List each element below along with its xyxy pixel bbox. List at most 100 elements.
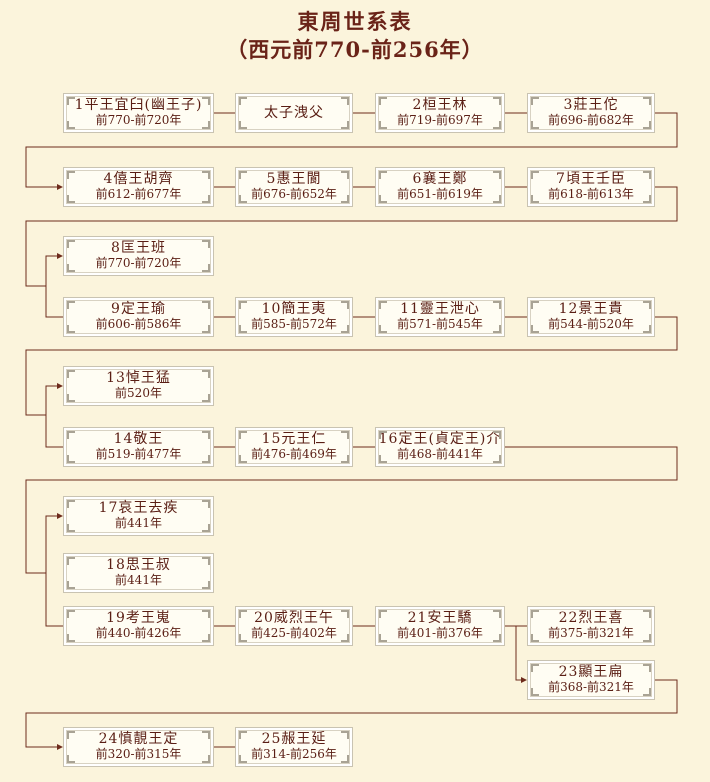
corner-ornament: [202, 755, 210, 763]
ruler-name: 25赧王延: [261, 731, 327, 747]
corner-ornament: [239, 731, 247, 739]
ruler-name: 7頃王壬臣: [556, 171, 626, 187]
ruler-node-n16: 16定王(貞定王)介前468-前441年: [375, 427, 505, 467]
corner-ornament: [202, 500, 210, 508]
ruler-name: 20威烈王午: [254, 610, 334, 626]
reign-years: 前571-前545年: [397, 317, 483, 331]
reign-years: 前401-前376年: [397, 626, 483, 640]
corner-ornament: [67, 370, 75, 378]
corner-ornament: [341, 431, 349, 439]
ruler-name: 6襄王鄭: [412, 171, 468, 187]
corner-ornament: [531, 301, 539, 309]
corner-ornament: [239, 431, 247, 439]
ruler-node-n4: 4僖王胡齊前612-前677年: [63, 167, 214, 207]
corner-ornament: [239, 97, 247, 105]
corner-ornament: [341, 171, 349, 179]
corner-ornament: [531, 610, 539, 618]
corner-ornament: [643, 121, 651, 129]
ruler-name: 10簡王夷: [261, 301, 327, 317]
corner-ornament: [202, 455, 210, 463]
corner-ornament: [67, 121, 75, 129]
corner-ornament: [202, 264, 210, 272]
corner-ornament: [67, 634, 75, 642]
ruler-name: 22烈王喜: [558, 610, 624, 626]
corner-ornament: [379, 171, 387, 179]
reign-years: 前519-前477年: [95, 447, 182, 461]
corner-ornament: [643, 171, 651, 179]
corner-ornament: [531, 325, 539, 333]
arrowhead: [521, 677, 527, 683]
corner-ornament: [67, 610, 75, 618]
ruler-name: 3莊王佗: [563, 97, 619, 113]
corner-ornament: [379, 455, 387, 463]
ruler-node-n22: 22烈王喜前375-前321年: [527, 606, 655, 646]
page-subtitle: （西元前770-前256年）: [226, 37, 484, 62]
ruler-node-n24: 24慎靚王定前320-前315年: [63, 727, 214, 767]
corner-ornament: [202, 557, 210, 565]
corner-ornament: [67, 325, 75, 333]
corner-ornament: [239, 195, 247, 203]
reign-years: 前375-前321年: [548, 626, 634, 640]
ruler-name: 9定王瑜: [111, 301, 166, 317]
ruler-node-n3: 3莊王佗前696-前682年: [527, 93, 655, 133]
corner-ornament: [493, 195, 501, 203]
corner-ornament: [67, 97, 75, 105]
corner-ornament: [379, 325, 387, 333]
reign-years: 前696-前682年: [548, 113, 634, 127]
corner-ornament: [341, 755, 349, 763]
connector: [25, 112, 678, 188]
ruler-node-n11: 11靈王泄心前571-前545年: [375, 297, 505, 337]
reign-years: 前676-前652年: [251, 187, 337, 201]
ruler-node-n6: 6襄王鄭前651-前619年: [375, 167, 505, 207]
arrowhead: [57, 744, 63, 750]
corner-ornament: [239, 634, 247, 642]
corner-ornament: [202, 610, 210, 618]
ruler-node-n8: 8匡王班前770-前720年: [63, 236, 214, 276]
connector: [45, 255, 63, 318]
corner-ornament: [379, 610, 387, 618]
corner-ornament: [202, 97, 210, 105]
connector: [25, 446, 678, 574]
reign-years: 前320-前315年: [95, 747, 182, 761]
ruler-node-n21: 21安王驕前401-前376年: [375, 606, 505, 646]
reign-years: 前606-前586年: [95, 317, 182, 331]
corner-ornament: [531, 121, 539, 129]
connector: [45, 515, 63, 627]
reign-years: 前612-前677年: [95, 187, 182, 201]
corner-ornament: [531, 171, 539, 179]
corner-ornament: [202, 171, 210, 179]
corner-ornament: [379, 431, 387, 439]
corner-ornament: [379, 97, 387, 105]
corner-ornament: [643, 195, 651, 203]
ruler-name: 21安王驕: [407, 610, 473, 626]
ruler-node-n12: 12景王貴前544-前520年: [527, 297, 655, 337]
corner-ornament: [67, 240, 75, 248]
corner-ornament: [67, 394, 75, 402]
reign-years: 前441年: [115, 516, 162, 530]
reign-years: 前770-前720年: [95, 113, 182, 127]
ruler-name: 23顯王扁: [558, 664, 624, 680]
corner-ornament: [202, 195, 210, 203]
reign-years: 前441年: [115, 573, 162, 587]
corner-ornament: [239, 301, 247, 309]
connector: [25, 679, 678, 748]
corner-ornament: [67, 264, 75, 272]
corner-ornament: [202, 301, 210, 309]
corner-ornament: [341, 325, 349, 333]
corner-ornament: [239, 121, 247, 129]
arrowhead: [57, 253, 63, 259]
corner-ornament: [341, 301, 349, 309]
ruler-node-n10: 10簡王夷前585-前572年: [235, 297, 353, 337]
corner-ornament: [531, 664, 539, 672]
corner-ornament: [643, 688, 651, 696]
page-title: 東周世系表: [297, 9, 413, 34]
corner-ornament: [67, 755, 75, 763]
reign-years: 前314-前256年: [251, 747, 337, 761]
ruler-node-n23: 23顯王扁前368-前321年: [527, 660, 655, 700]
corner-ornament: [341, 634, 349, 642]
corner-ornament: [67, 524, 75, 532]
ruler-name: 19考王嵬: [106, 610, 171, 626]
corner-ornament: [643, 634, 651, 642]
reign-years: 前719-前697年: [397, 113, 483, 127]
